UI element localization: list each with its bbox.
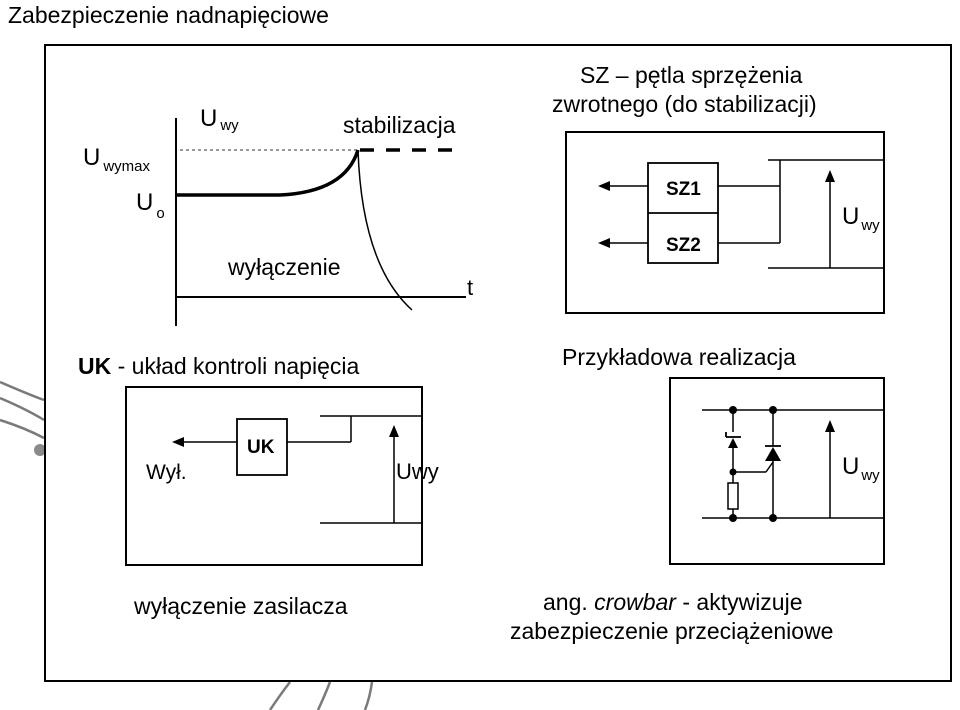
sz1-label: SZ1 bbox=[666, 179, 701, 200]
crowbar-heading: Przykładowa realizacja bbox=[562, 344, 796, 370]
uk-unit-label: UK bbox=[247, 437, 275, 458]
sz2-arrow-icon bbox=[598, 238, 610, 248]
junction-dot bbox=[729, 468, 737, 476]
uk-uwy-arrow-icon bbox=[389, 425, 399, 437]
sz-feedback-block: SZ – pętla sprzężenia zwrotnego (do stab… bbox=[552, 62, 885, 314]
sz-caption-line2: zwrotnego (do stabilizacji) bbox=[552, 91, 817, 117]
uk-unit-box bbox=[236, 418, 288, 476]
graph-stabilizacja-label: stabilizacja bbox=[343, 112, 456, 138]
uk-frame bbox=[125, 386, 423, 566]
junction-dot bbox=[729, 406, 737, 414]
uk-control-block: UK - układ kontroli napięcia UK Wył. Uwy… bbox=[78, 353, 439, 619]
uk-uwy-label: Uwy bbox=[396, 459, 439, 484]
shutdown-curve bbox=[357, 149, 413, 311]
uk-output-arrow-icon bbox=[172, 437, 184, 447]
uk-heading: UK - układ kontroli napięcia bbox=[78, 353, 359, 379]
decorative-swoosh bbox=[0, 380, 374, 710]
sz2-label: SZ2 bbox=[666, 235, 701, 256]
junction-dot bbox=[769, 514, 777, 522]
sz-u-wy-arrow-icon bbox=[825, 170, 835, 182]
junction-dot bbox=[769, 406, 777, 414]
crowbar-frame bbox=[669, 377, 885, 565]
uk-wyl-label: Wył. bbox=[146, 461, 187, 484]
decorative-dot bbox=[34, 444, 46, 456]
sz-caption-line1: SZ – pętla sprzężenia bbox=[580, 62, 803, 88]
zener-arrow-icon bbox=[728, 438, 738, 448]
crowbar-caption-line2: zabezpieczenie przeciążeniowe bbox=[510, 618, 833, 644]
thyristor-icon bbox=[765, 447, 781, 461]
output-voltage-curve bbox=[176, 149, 360, 197]
resistor-icon bbox=[727, 482, 739, 510]
graph-t-label: t bbox=[467, 275, 473, 300]
sz1-arrow-icon bbox=[598, 181, 610, 191]
sz-frame bbox=[565, 131, 885, 314]
slide-title: Zabezpieczenie nadnapięciowe bbox=[8, 2, 329, 28]
junction-dot bbox=[729, 514, 737, 522]
crowbar-u-wy-arrow-icon bbox=[825, 420, 835, 432]
uk-caption: wyłączenie zasilacza bbox=[133, 593, 348, 619]
graph-wylaczenie-label: wyłączenie bbox=[227, 254, 341, 280]
gate-connector bbox=[765, 461, 774, 473]
content-frame bbox=[44, 44, 952, 682]
crowbar-caption-line1: ang. crowbar - aktywizuje bbox=[543, 589, 803, 615]
